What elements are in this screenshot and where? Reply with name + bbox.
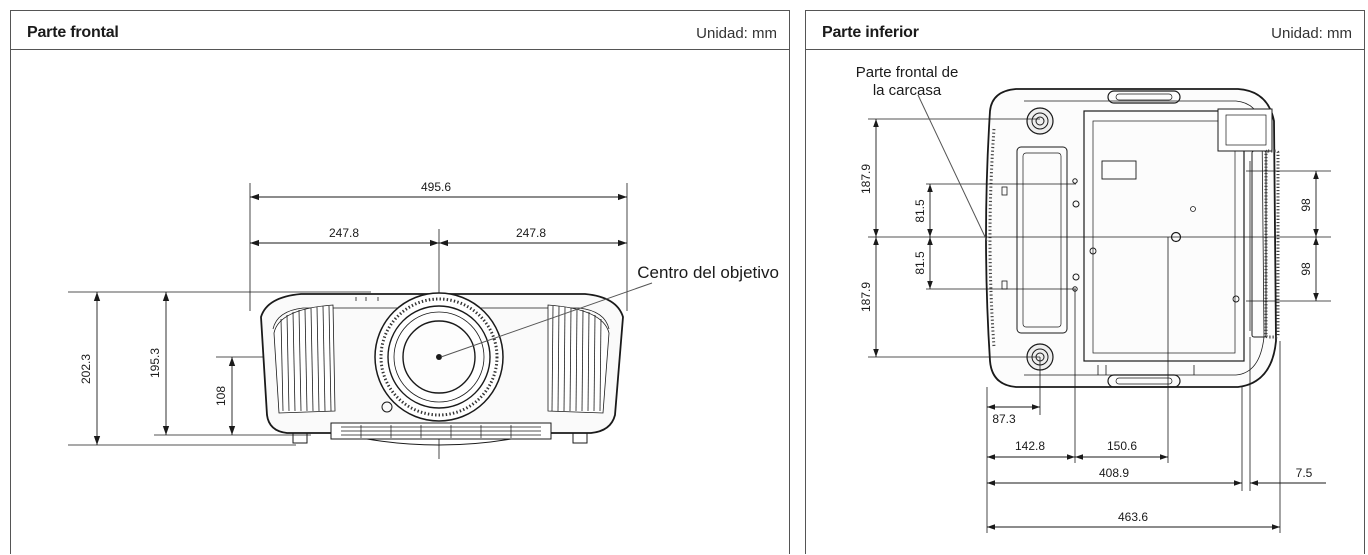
label-142: 142.8 bbox=[1015, 439, 1045, 453]
label-half-left: 247.8 bbox=[329, 226, 359, 240]
label-total-width: 495.6 bbox=[421, 180, 451, 194]
label-right-lower: 98 bbox=[1299, 262, 1313, 276]
front-view-title: Parte frontal bbox=[27, 24, 119, 41]
front-view-unit-label: Unidad: mm bbox=[696, 25, 777, 42]
label-height-total: 202.3 bbox=[79, 354, 93, 384]
housing-front-callout-line1: Parte frontal de bbox=[856, 64, 959, 81]
label-87: 87.3 bbox=[992, 412, 1016, 426]
bottom-view-panel: Parte inferior Unidad: mm bbox=[805, 10, 1365, 554]
label-upper-inner: 81.5 bbox=[913, 199, 927, 223]
front-view-panel: Parte frontal Unidad: mm bbox=[10, 10, 790, 554]
label-height-body: 195.3 bbox=[148, 348, 162, 378]
front-view-header: Parte frontal Unidad: mm bbox=[11, 11, 789, 50]
label-right-upper: 98 bbox=[1299, 198, 1313, 212]
label-7: 7.5 bbox=[1296, 466, 1313, 480]
bottom-view-header: Parte inferior Unidad: mm bbox=[806, 11, 1364, 50]
housing-front-leader bbox=[917, 94, 988, 242]
label-upper-half: 187.9 bbox=[859, 164, 873, 194]
bottom-dimension-lines bbox=[873, 119, 1326, 530]
projector-bottom-illustration bbox=[985, 88, 1280, 388]
bottom-view-drawing: 187.9 187.9 81.5 81.5 98 98 87.3 142.8 1… bbox=[856, 64, 1331, 533]
lens-center-leader bbox=[440, 282, 653, 358]
projector-front-illustration bbox=[260, 292, 624, 446]
bottom-view-title: Parte inferior bbox=[822, 24, 919, 41]
label-408: 408.9 bbox=[1099, 466, 1129, 480]
bottom-view-unit-label: Unidad: mm bbox=[1271, 25, 1352, 42]
bottom-extension-lines bbox=[868, 118, 1331, 533]
label-half-right: 247.8 bbox=[516, 226, 546, 240]
label-lens-height: 108 bbox=[214, 386, 228, 406]
front-view-drawing: 495.6 247.8 247.8 202.3 195.3 108 bbox=[68, 180, 779, 459]
label-lower-inner: 81.5 bbox=[913, 251, 927, 275]
lens-center-callout: Centro del objetivo bbox=[637, 263, 779, 282]
label-lower-half: 187.9 bbox=[859, 282, 873, 312]
front-dimension-lines bbox=[93, 193, 627, 445]
housing-front-callout-line2: la carcasa bbox=[873, 82, 942, 99]
label-463: 463.6 bbox=[1118, 510, 1148, 524]
label-150: 150.6 bbox=[1107, 439, 1137, 453]
